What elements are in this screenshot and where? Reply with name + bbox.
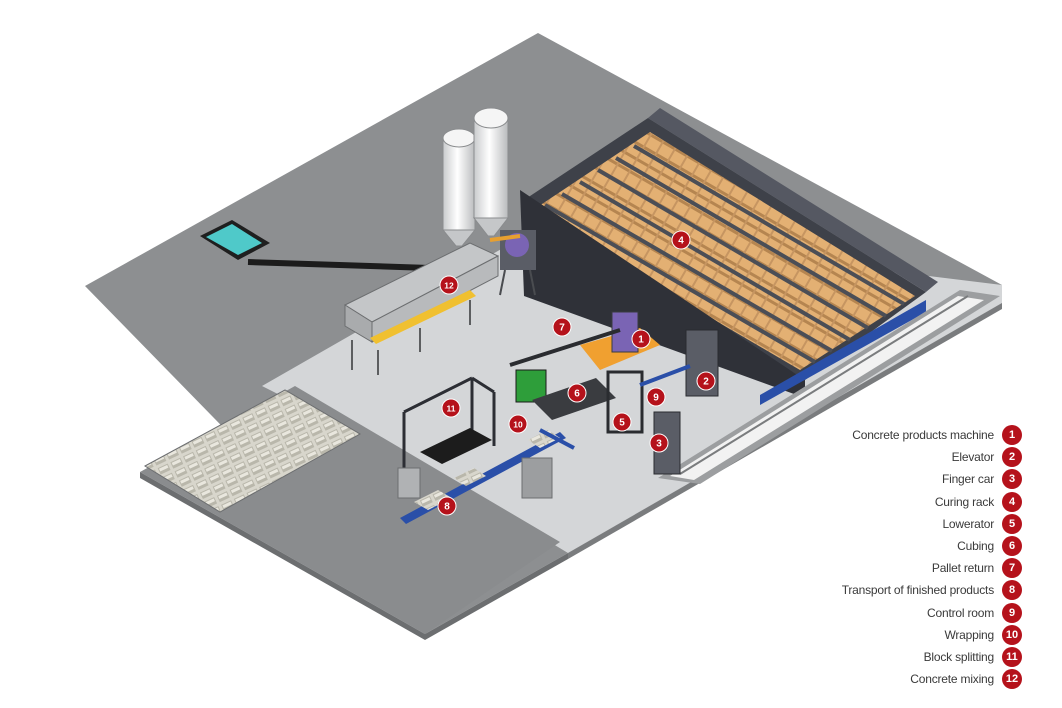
legend-item: Lowerator 5 [692,513,1022,535]
legend-label: Curing rack [934,494,994,509]
marker-badge [441,398,461,418]
marker-badge [696,371,716,391]
legend-item: Transport of finished products 8 [692,579,1022,601]
legend-badge: 1 [1002,425,1022,446]
marker-3: 3 [649,433,669,453]
legend-label: Wrapping [944,627,994,642]
aggregate-feed-belt [247,259,431,271]
marker-badge [552,317,572,337]
marker-number: 7 [559,323,565,334]
marker-badge [646,387,666,407]
legend-label: Lowerator [942,516,994,531]
legend-item: Concrete mixing 12 [692,668,1022,690]
mixing-plant [343,230,536,375]
marker-number: 2 [703,377,709,388]
legend-item: Curing rack 4 [692,491,1022,513]
legend-badge: 7 [1002,558,1022,579]
legend-badge: 2 [1002,447,1022,468]
legend-badge: 10 [1002,624,1022,645]
legend-item: Wrapping 10 [692,624,1022,646]
marker-number: 11 [447,404,456,414]
marker-5: 5 [612,412,632,432]
marker-badge [439,275,459,295]
legend-badge: 9 [1002,602,1022,623]
legend-item: Control room 9 [692,602,1022,624]
marker-7: 7 [552,317,572,337]
legend-label: Elevator [951,450,995,465]
legend-badge: 6 [1002,536,1022,557]
legend-badge: 8 [1002,580,1022,601]
legend-label: Concrete products machine [852,428,994,443]
legend-badge: 3 [1002,469,1022,490]
marker-badge [649,433,669,453]
legend-badge: 12 [1002,669,1022,690]
legend-item: Pallet return 7 [692,557,1022,579]
marker-number: 4 [678,236,684,247]
marker-badge [631,329,651,349]
legend-item: Concrete products machine 1 [692,424,1022,446]
legend-badge: 4 [1002,491,1022,512]
marker-number: 8 [444,502,450,513]
marker-number: 6 [574,389,580,400]
marker-4: 4 [671,230,691,250]
legend-item: Cubing 6 [692,535,1022,557]
marker-number: 1 [638,335,644,346]
marker-11: 11 [441,398,461,418]
marker-2: 2 [696,371,716,391]
legend-item: Block splitting 11 [692,646,1022,668]
legend-item: Elevator 2 [692,446,1022,468]
marker-badge [612,412,632,432]
water-pool [200,220,270,260]
curing-rack-chamber [520,108,938,405]
legend-label: Block splitting [923,649,995,664]
pit-conveyor [658,290,1000,484]
marker-1: 1 [631,329,651,349]
marker-10: 10 [508,414,528,434]
legend-label: Pallet return [931,561,994,576]
legend-badge: 5 [1002,513,1022,534]
legend-label: Cubing [957,539,994,554]
finished-products-yard [144,389,362,513]
legend-label: Control room [927,605,994,620]
marker-12: 12 [439,275,459,295]
marker-number: 5 [619,418,625,429]
marker-badge [671,230,691,250]
marker-number: 3 [656,439,662,450]
marker-number: 10 [513,420,523,430]
marker-9: 9 [646,387,666,407]
legend-badge: 11 [1002,646,1022,667]
legend-label: Concrete mixing [910,672,994,687]
marker-badge [567,383,587,403]
legend-item: Finger car 3 [692,468,1022,490]
marker-number: 9 [653,393,659,404]
block-splitting-station [402,376,496,470]
marker-6: 6 [567,383,587,403]
marker-8: 8 [437,496,457,516]
legend-label: Finger car [941,472,994,487]
cement-silos [441,107,510,247]
marker-badge [437,496,457,516]
legend-label: Transport of finished products [841,583,995,598]
marker-number: 12 [444,281,454,291]
marker-badge [508,414,528,434]
